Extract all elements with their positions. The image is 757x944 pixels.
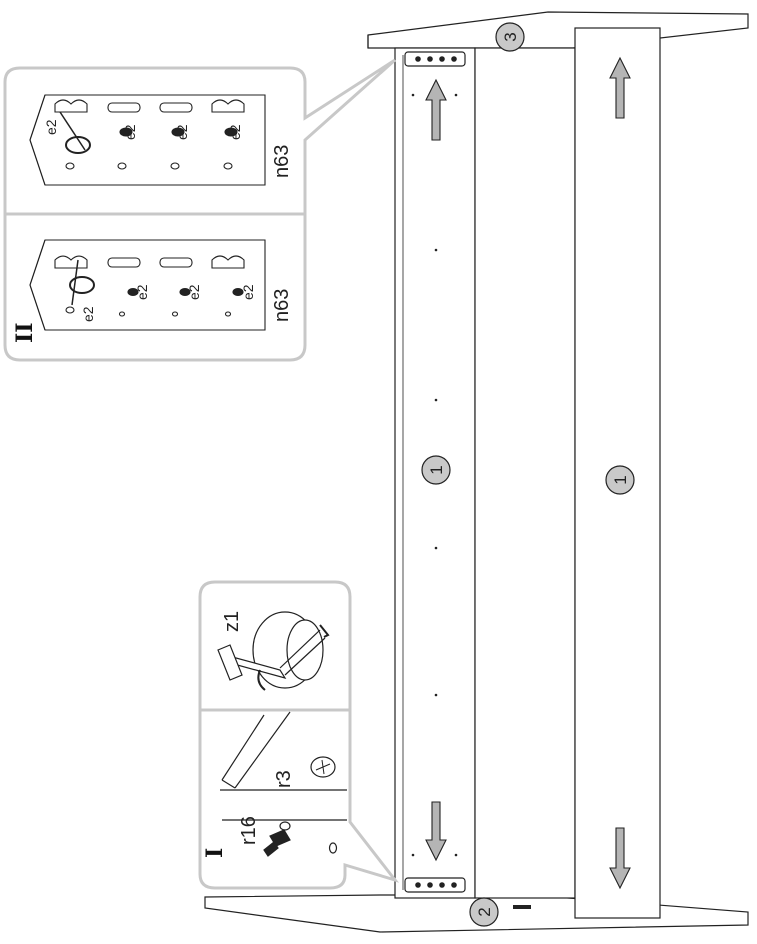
detail-board-edge: [220, 711, 347, 854]
top-bracket: [404, 51, 466, 67]
bracket-label: n63: [271, 145, 293, 178]
detail-middle-labels: e2 e2 e2 e2 n63 II: [12, 284, 293, 343]
screw-label: e2: [43, 119, 59, 135]
cam-label: r3: [273, 770, 295, 788]
screw-label: e2: [134, 284, 150, 300]
step-roman-label: I: [202, 848, 228, 858]
arrow-down-icon: [425, 801, 447, 862]
board-holes: [411, 93, 458, 857]
badge-board-left: 1: [421, 455, 451, 485]
bottom-bracket: [404, 877, 466, 893]
detail-upper-labels: e2 e2 e2 e2 n63: [43, 119, 293, 178]
board-left-side: [474, 47, 576, 899]
screw-label: e2: [80, 306, 96, 322]
tool-label: z1: [221, 611, 243, 632]
part-label-1: 1: [611, 475, 630, 484]
badge-bottom-panel: 2: [469, 897, 499, 927]
assembly: [204, 11, 749, 933]
bolt-r16-icon: [263, 821, 291, 857]
screw-label: e2: [174, 124, 190, 140]
part-label-1: 1: [427, 465, 446, 474]
screw-label: e2: [122, 124, 138, 140]
direction-arrows: [425, 56, 631, 890]
detail-tool-z1: [217, 611, 330, 691]
badge-top-panel: 3: [495, 22, 525, 52]
bolt-label: r16: [238, 816, 260, 845]
detail-bracket-middle: [29, 239, 266, 331]
screw-label: e2: [186, 284, 202, 300]
badge-board-right: 1: [605, 465, 635, 495]
step-roman-label: II: [12, 322, 38, 343]
screw-label: e2: [227, 124, 243, 140]
arrow-up-icon: [609, 56, 631, 119]
arrow-up-icon: [425, 78, 447, 141]
part-label-2: 2: [475, 907, 494, 916]
part-label-3: 3: [501, 32, 520, 41]
screw-label: e2: [240, 284, 256, 300]
top-panel: [367, 11, 749, 49]
callout-lower: [198, 580, 400, 890]
detail-bracket-upper: [29, 94, 266, 186]
arrow-down-icon: [609, 827, 631, 890]
bracket-label: n63: [271, 289, 293, 322]
